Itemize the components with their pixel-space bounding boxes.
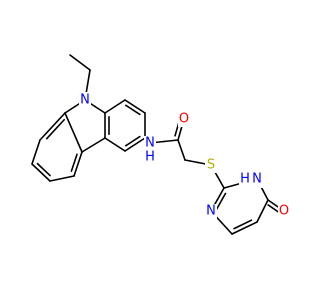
bond-c6-c5 [256,199,269,223]
bond-c2-n1 [223,182,242,189]
bond-c5-c4-inner [233,219,253,230]
atom-n-amide-label: N [145,136,155,151]
atom-n-amide: N [144,136,156,152]
atom-o-amide: O [178,111,190,127]
atom-labels: N N H O S N H N [79,92,290,220]
atom-n-carbazole-label: N [80,93,90,108]
atom-o-pyrimidinone: O [278,204,290,220]
bond-c4b-c5-inner [70,153,78,172]
bond-c1-c2 [124,99,146,114]
atom-n-pyrimidine-upper: N [251,172,263,188]
bond-n9-c9a [94,105,106,114]
bond-ethyl [69,54,91,71]
bond-c3-c4-inner [125,135,141,147]
atom-n-pyrimidine-lower: N [205,204,217,220]
atom-n-pyrimidine-lower-label: N [206,204,216,219]
bond-c8-c8a-inner [45,118,65,140]
bond-c4b-c5 [73,151,83,177]
atom-n-carbazole: N [79,92,91,108]
atom-s-thioether-label: S [207,158,215,173]
bond-c4-n3 [220,221,233,235]
bond-ch2-s [184,159,199,164]
atom-n-pyrimidine-upper-label: N [252,172,262,187]
bond-c9a-c1 [104,99,126,114]
atom-o-amide-label: O [179,112,189,127]
atom-h-amide: H [144,150,156,166]
bond-s-c2 [216,175,225,189]
bond-c7-c8 [31,139,41,165]
bond-n9-c8a [64,105,76,114]
bond-c8a-c4b [64,112,83,153]
bond-c4-c4a [104,137,126,152]
bond-c3-c4 [124,137,146,152]
bond-lines [31,54,285,235]
bond-c5-c6 [49,175,75,182]
atom-h-pyrimidine-label: H [240,172,250,187]
bond-c4a-c4b [81,137,106,153]
atom-o-pyrimidinone-label: O [279,204,289,219]
atom-h-pyrimidine: H [239,172,251,188]
bond-n9-ethyl [86,69,91,86]
bond-c6-c7 [31,163,51,182]
bond-n1-c6 [261,188,269,201]
molecule-structure: N N H O S N H N [31,54,290,235]
bond-n3-c2-inner [215,192,227,211]
bond-n3-c2 [216,187,225,201]
bond-c6-o-double [267,204,281,214]
bond-cco-ch2 [177,139,186,161]
bond-c6-c7-inner [36,162,51,177]
bond-namide-cco [163,139,179,143]
bond-c6-o [267,199,277,207]
bond-c8-c8a [39,112,66,141]
atom-s-thioether: S [205,157,217,173]
bond-c5-c4 [231,221,258,235]
atom-h-amide-label: H [145,150,155,165]
bond-cco-oco [177,128,182,141]
bond-c1-c2-inner [125,104,141,116]
